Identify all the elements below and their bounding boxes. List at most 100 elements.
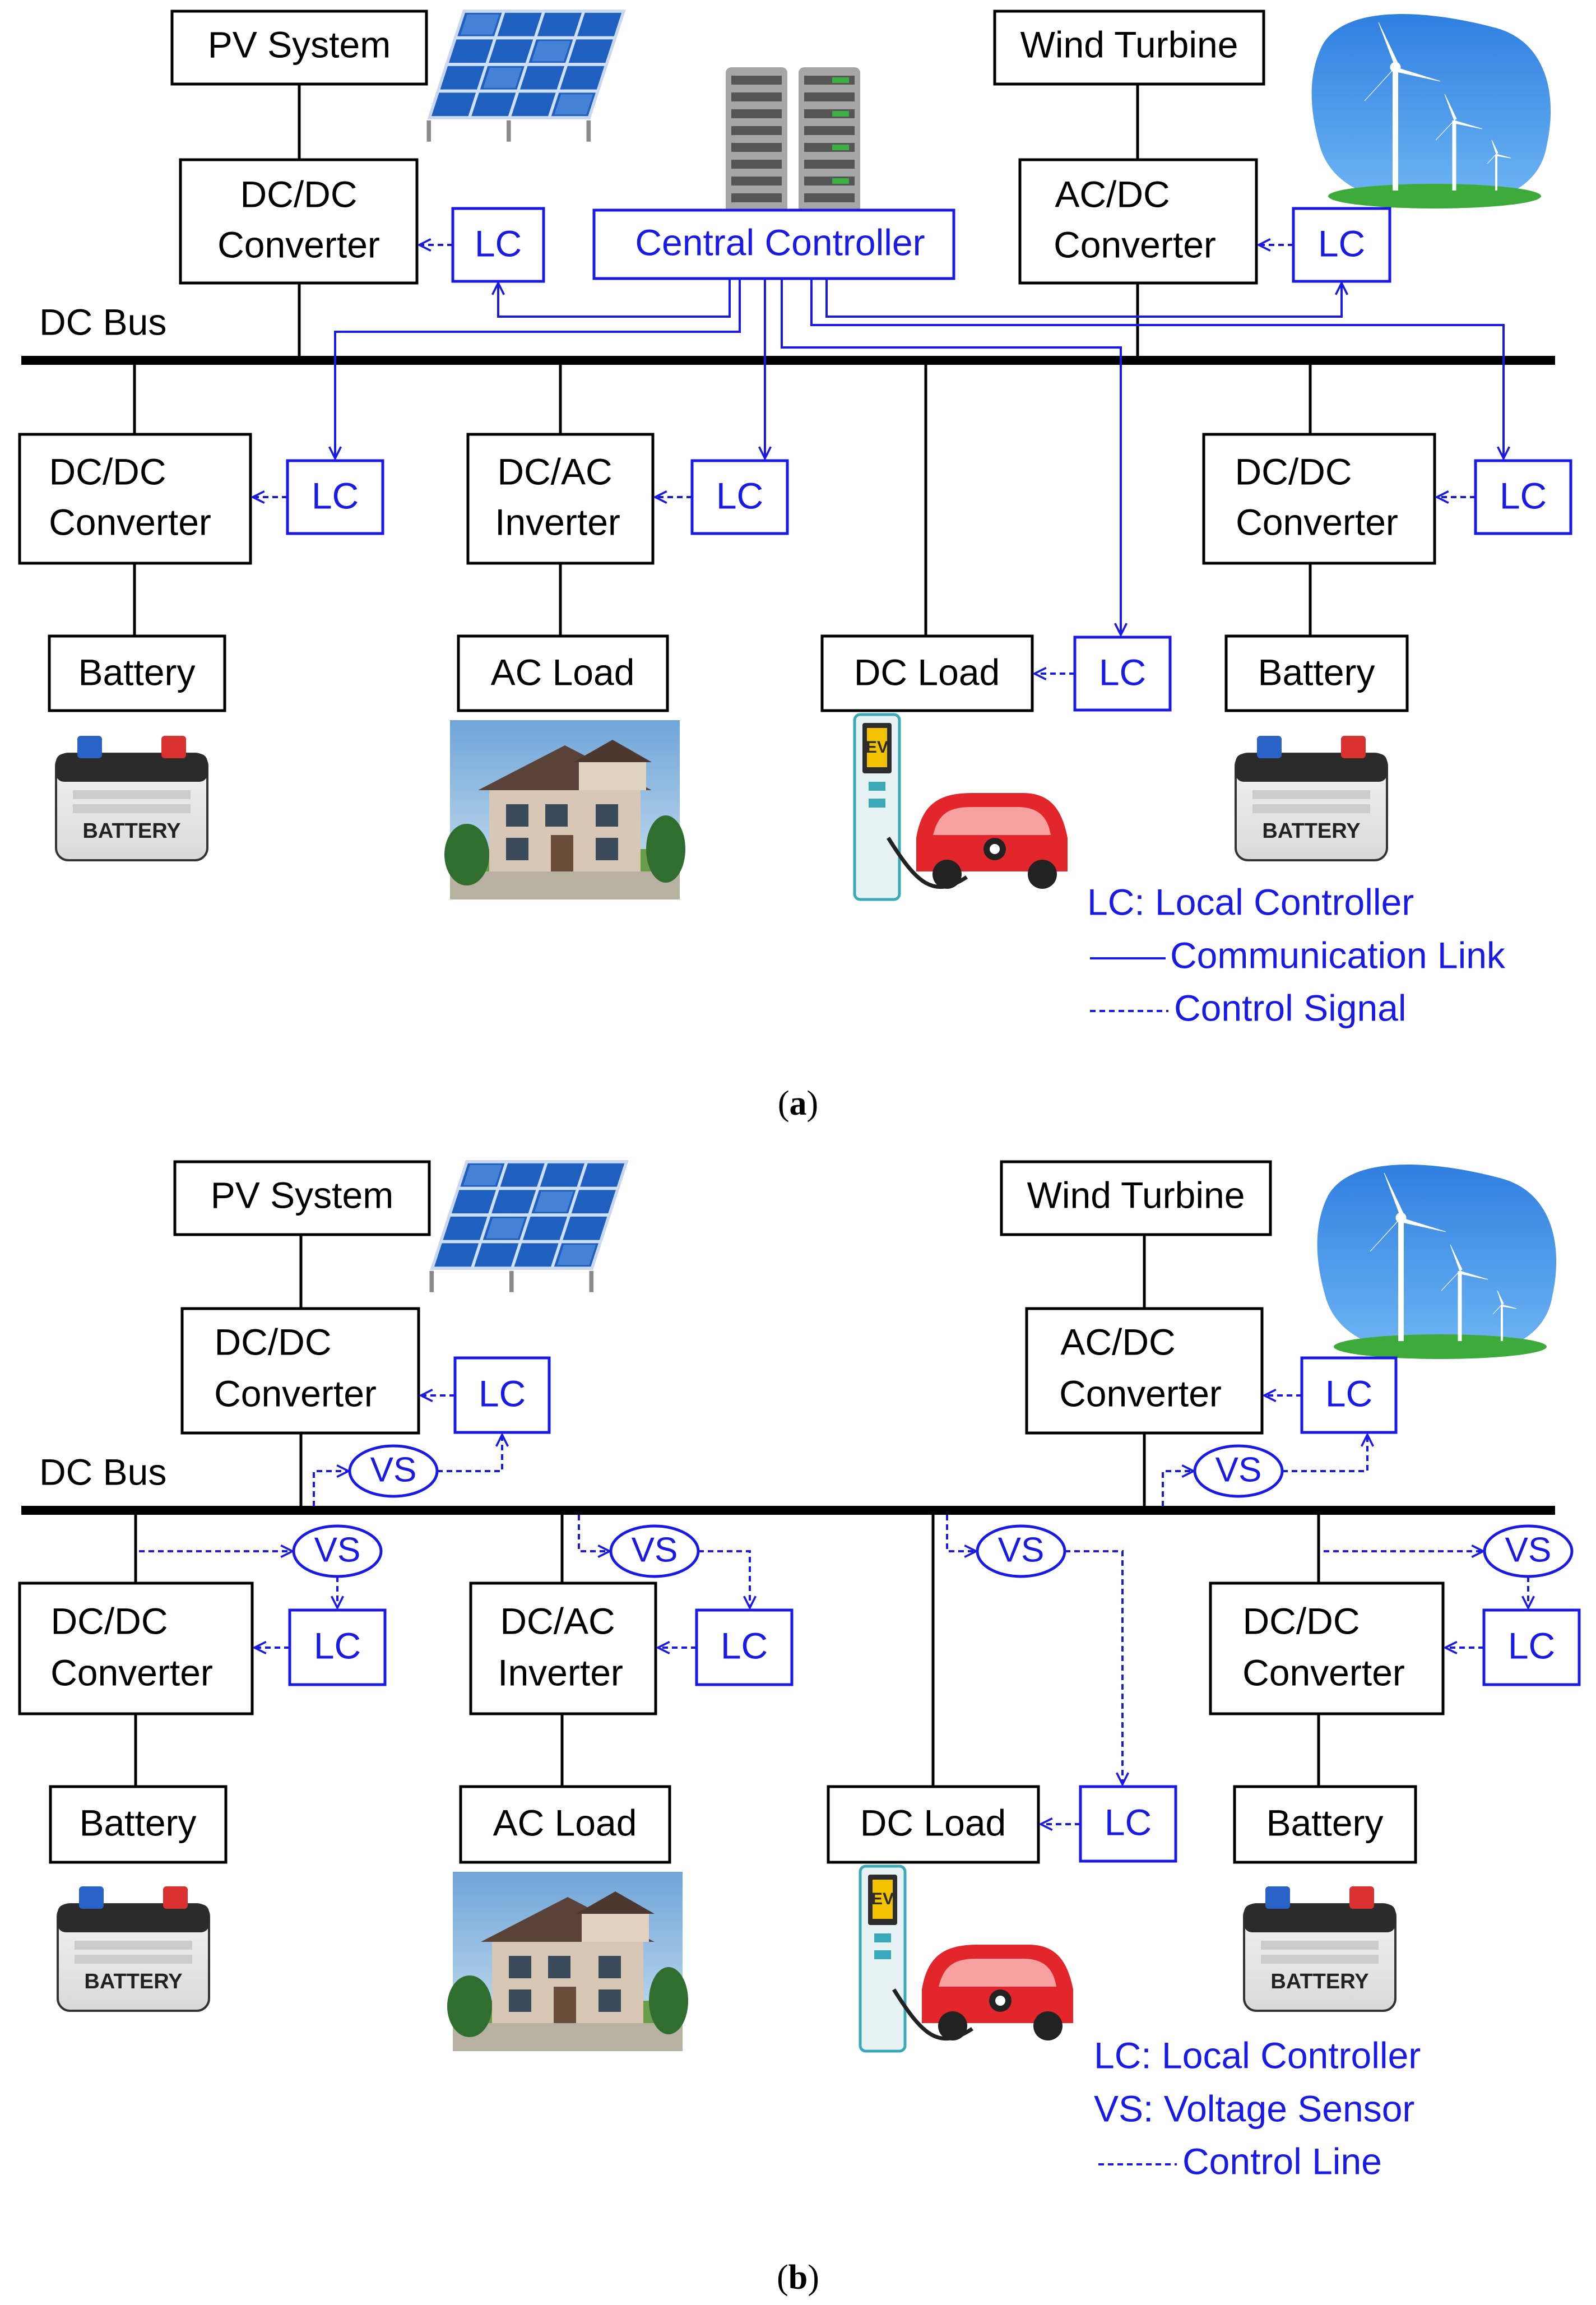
battery-left-converter-b-line2: Converter bbox=[50, 1652, 213, 1693]
pv-converter-line2: Converter bbox=[217, 224, 380, 265]
battery-right-converter-line2: Converter bbox=[1236, 501, 1398, 542]
battery-left-icon-text-b: BATTERY bbox=[84, 1970, 182, 1993]
ev-charger-icon-b: EV bbox=[860, 1866, 1073, 2051]
battery-left-box-b: Battery bbox=[49, 1785, 228, 1864]
dc-load-label-b: DC Load bbox=[860, 1802, 1006, 1843]
vs-pv-label: VS bbox=[370, 1450, 417, 1489]
link-cc-to-lc-battery-left bbox=[335, 279, 741, 458]
pv-system-box-b: PV System bbox=[173, 1160, 431, 1236]
inverter-line1: DC/AC bbox=[497, 451, 612, 492]
wind-turbine-label: Wind Turbine bbox=[1020, 24, 1238, 65]
power-lines-a bbox=[133, 84, 1312, 636]
vs-wind-label: VS bbox=[1215, 1450, 1262, 1489]
control-signals bbox=[253, 245, 1476, 674]
battery-left-converter-line1: DC/DC bbox=[49, 451, 166, 492]
lc-dc-load-label: LC bbox=[1099, 651, 1146, 693]
battery-left-label-b: Battery bbox=[79, 1802, 196, 1843]
power-lines-b bbox=[134, 1235, 1320, 1787]
battery-right-icon-text-b: BATTERY bbox=[1270, 1970, 1368, 1993]
control-line-pv-vs bbox=[313, 1471, 349, 1506]
vs-battery-right-label: VS bbox=[1505, 1531, 1552, 1569]
pv-converter-b-line2: Converter bbox=[214, 1372, 377, 1414]
ev-charger-icon: EV bbox=[855, 715, 1068, 899]
battery-right-converter-b: DC/DC Converter bbox=[1209, 1582, 1445, 1715]
control-line-wind-vs bbox=[1162, 1471, 1194, 1506]
battery-left-converter-b: DC/DC Converter bbox=[18, 1582, 254, 1715]
battery-left-icon: BATTERY bbox=[55, 735, 208, 861]
battery-left-converter-b-line1: DC/DC bbox=[51, 1600, 168, 1641]
lc-pv-label: LC bbox=[475, 222, 522, 264]
wind-turbine-label-b: Wind Turbine bbox=[1027, 1174, 1245, 1216]
link-cc-to-lc-pv bbox=[498, 279, 731, 318]
control-lines bbox=[139, 1395, 1528, 1824]
central-controller-box: Central Controller bbox=[592, 208, 955, 280]
wind-turbine-box: Wind Turbine bbox=[993, 10, 1265, 86]
battery-left-box: Battery bbox=[48, 634, 226, 712]
pv-system-label: PV System bbox=[208, 24, 391, 65]
lc-inverter-label: LC bbox=[716, 475, 763, 516]
battery-left-label: Battery bbox=[78, 651, 195, 693]
lc-battery-left-label-b: LC bbox=[314, 1625, 361, 1666]
house-icon bbox=[444, 720, 685, 899]
communication-links bbox=[335, 279, 1504, 635]
battery-right-converter-b-line1: DC/DC bbox=[1243, 1600, 1360, 1641]
wind-turbine-icon bbox=[1312, 14, 1551, 208]
link-cc-to-lc-dc-load bbox=[781, 279, 1121, 635]
vs-wind: VS bbox=[1193, 1444, 1284, 1498]
control-line-bus-vs-dc-load bbox=[946, 1515, 976, 1551]
lc-dc-load-box: LC bbox=[1073, 636, 1172, 712]
lc-battery-left-label: LC bbox=[312, 475, 359, 516]
battery-left-icon-text: BATTERY bbox=[82, 819, 180, 843]
dc-load-label: DC Load bbox=[854, 651, 1000, 693]
legend-a-lc: LC: Local Controller bbox=[1087, 881, 1414, 922]
inverter-b-line1: DC/AC bbox=[500, 1600, 615, 1641]
lc-battery-left-box: LC bbox=[286, 459, 384, 535]
vs-dc-load: VS bbox=[976, 1524, 1066, 1578]
wind-acdc-converter: AC/DC Converter bbox=[1018, 158, 1258, 285]
legend-b-vs: VS: Voltage Sensor bbox=[1094, 2088, 1414, 2129]
vs-inverter: VS bbox=[609, 1524, 700, 1578]
battery-left-converter-line2: Converter bbox=[49, 501, 211, 542]
legend-a: LC: Local Controller Communication Link … bbox=[1087, 881, 1506, 1028]
inverter-line2: Inverter bbox=[495, 501, 620, 542]
wind-acdc-converter-b: AC/DC Converter bbox=[1025, 1307, 1264, 1435]
dcac-inverter: DC/AC Inverter bbox=[466, 433, 655, 565]
panel-a: PV System Wind Turbine DC/DC Converter A… bbox=[18, 10, 1572, 1123]
battery-right-converter-line1: DC/DC bbox=[1235, 451, 1352, 492]
solar-panel-icon-b bbox=[430, 1162, 627, 1292]
vs-dc-load-label: VS bbox=[998, 1531, 1045, 1569]
lc-pv-box: LC bbox=[451, 207, 545, 283]
control-line-vs-lc-inverter bbox=[698, 1550, 750, 1608]
vs-battery-right: VS bbox=[1483, 1524, 1574, 1578]
pv-dcdc-converter-b: DC/DC Converter bbox=[180, 1307, 420, 1435]
lc-battery-left-box-b: LC bbox=[288, 1608, 387, 1686]
dc-bus-label-b: DC Bus bbox=[39, 1451, 166, 1492]
ev-charger-text-b: EV bbox=[871, 1890, 894, 1908]
inverter-b-line2: Inverter bbox=[498, 1652, 623, 1693]
pv-system-label-b: PV System bbox=[211, 1174, 393, 1216]
legend-a-comm-link: Communication Link bbox=[1170, 934, 1506, 976]
ac-load-box-b: AC Load bbox=[459, 1785, 671, 1864]
battery-right-converter: DC/DC Converter bbox=[1202, 433, 1436, 565]
lc-wind-label: LC bbox=[1318, 222, 1365, 264]
lc-inverter-label-b: LC bbox=[721, 1625, 768, 1666]
battery-right-converter-b-line2: Converter bbox=[1242, 1652, 1405, 1693]
lc-battery-right-label-b: LC bbox=[1508, 1625, 1555, 1666]
battery-right-label: Battery bbox=[1258, 651, 1375, 693]
dc-bus-label: DC Bus bbox=[39, 301, 166, 342]
battery-right-icon-text: BATTERY bbox=[1262, 819, 1360, 843]
ac-load-label-b: AC Load bbox=[493, 1802, 637, 1843]
caption-a: (a) bbox=[778, 1084, 818, 1123]
vs-battery-left-label: VS bbox=[314, 1531, 361, 1569]
dcac-inverter-b: DC/AC Inverter bbox=[469, 1582, 657, 1715]
lc-pv-label-b: LC bbox=[479, 1372, 526, 1414]
wind-converter-line1: AC/DC bbox=[1055, 173, 1170, 215]
link-cc-to-lc-battery-right bbox=[810, 279, 1504, 458]
wind-converter-b-line2: Converter bbox=[1059, 1372, 1222, 1414]
pv-converter-line1: DC/DC bbox=[240, 173, 358, 215]
vs-inverter-label: VS bbox=[632, 1531, 678, 1569]
dc-load-box: DC Load bbox=[820, 634, 1034, 712]
battery-right-label-b: Battery bbox=[1266, 1802, 1383, 1843]
pv-converter-b-line1: DC/DC bbox=[215, 1321, 332, 1362]
